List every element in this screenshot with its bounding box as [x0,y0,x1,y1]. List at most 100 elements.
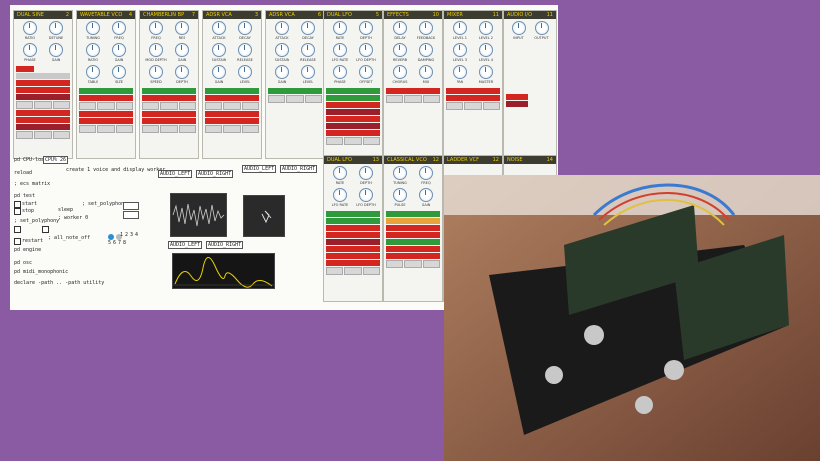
knob[interactable]: ATTACK [206,21,232,43]
knob[interactable]: RATIO [80,43,106,65]
knob[interactable]: RATIO [17,21,43,43]
knob[interactable]: LEVEL [232,65,258,87]
knob[interactable]: OUTPUT [530,21,553,43]
audio-left-object-2[interactable]: AUDIO_LEFT [242,165,277,173]
restart-toggle-top[interactable] [14,226,21,233]
audio-left-object[interactable]: AUDIO_LEFT [158,170,193,178]
knob[interactable]: DECAY [295,21,321,43]
restart-label: restart [22,238,44,244]
restart-toggle[interactable] [14,238,21,245]
toggle[interactable] [16,66,34,72]
knob[interactable]: RELEASE [295,43,321,65]
knob[interactable]: PHASE [17,43,43,65]
worker-message[interactable]: ; worker 0 [58,215,89,221]
knob[interactable]: DEPTH [353,166,379,188]
knob[interactable]: LFO RATE [327,188,353,210]
knob[interactable]: RATE [327,166,353,188]
knob[interactable]: PHASE [327,65,353,87]
audio-right-object-2[interactable]: AUDIO_RIGHT [280,165,318,173]
number-box[interactable] [123,202,139,210]
knob[interactable]: LFO DEPTH [353,43,379,65]
audio-right-object[interactable]: AUDIO_RIGHT [196,170,234,178]
knob[interactable]: LFO RATE [327,43,353,65]
hardware-synth-board-photo [444,175,820,461]
start-toggle[interactable] [14,201,21,208]
knob[interactable]: GAIN [106,43,132,65]
number-box[interactable] [123,211,139,219]
knob[interactable]: MASTER [473,65,499,87]
knob[interactable]: PULSE [387,188,413,210]
knob[interactable]: LEVEL 4 [473,43,499,65]
start-label: start [22,201,38,207]
knob[interactable]: TABLE [80,65,106,87]
knob[interactable]: GAIN [206,65,232,87]
knob[interactable]: GAIN [43,43,69,65]
waveform-scope [170,193,227,237]
photo-illustration [444,175,820,461]
sleep-message[interactable]: sleep [58,207,74,213]
knob[interactable]: MOD DEPTH [143,43,169,65]
knob[interactable]: SUSTAIN [206,43,232,65]
voice-selector[interactable] [108,234,122,240]
knob[interactable]: FREQ [413,166,439,188]
knob[interactable]: LEVEL 1 [447,21,473,43]
knob[interactable]: LEVEL 3 [447,43,473,65]
knob[interactable]: DEPTH [353,21,379,43]
midi-object[interactable]: pd midi_monophonic [14,269,69,275]
knob[interactable]: RATE [327,21,353,43]
knob[interactable]: TUNING [387,166,413,188]
knob[interactable]: RES [169,21,195,43]
knob[interactable]: SIZE [106,65,132,87]
ecs-matrix-message[interactable]: ; ecs matrix [14,181,51,187]
knob[interactable]: PAN [447,65,473,87]
set-polyphony-message[interactable]: ; set_polyphony [14,218,60,224]
audio-right-object-3[interactable]: AUDIO_RIGHT [206,241,244,249]
knob[interactable]: SPEED [143,65,169,87]
knob[interactable]: FREQ [106,21,132,43]
knob[interactable]: SUSTAIN [269,43,295,65]
knob[interactable]: LFO DEPTH [353,188,379,210]
knob[interactable]: LEVEL 2 [473,21,499,43]
knob[interactable]: RELEASE [232,43,258,65]
knob[interactable]: DEPTH [169,65,195,87]
audio-left-object-3[interactable]: AUDIO_LEFT [168,241,203,249]
set-polyphony-message-2[interactable]: ; set_polyphony [82,201,128,207]
knob[interactable]: GAIN [269,65,295,87]
knob[interactable]: DELAY [387,21,413,43]
engine-toggle[interactable] [42,226,49,233]
declare-object[interactable]: declare -path .. -path utility [14,280,105,286]
knob[interactable]: FEEDBACK [413,21,439,43]
knob[interactable]: GAIN [169,43,195,65]
knob[interactable]: REVERB [387,43,413,65]
knob[interactable]: OFFSET [353,65,379,87]
knob[interactable]: DETUNE [43,21,69,43]
knob[interactable]: LEVEL [295,65,321,87]
knob[interactable]: GAIN [413,188,439,210]
knob[interactable]: TUNING [80,21,106,43]
knob[interactable]: FREQ [143,21,169,43]
test-object[interactable]: pd test [14,193,36,199]
knob[interactable]: DAMPING [413,43,439,65]
cpu-load-object[interactable]: pd CPU-load [14,157,48,163]
knob[interactable]: INPUT [507,21,530,43]
knob[interactable]: MIX [413,65,439,87]
reload-message[interactable]: reload [14,170,33,176]
osc-object[interactable]: pd osc [14,260,33,266]
all-note-off-message[interactable]: ; all_note_off [48,235,91,241]
stop-toggle[interactable] [14,208,21,215]
knob[interactable]: ATTACK [269,21,295,43]
engine-object[interactable]: pd engine [14,247,42,253]
knob[interactable]: CHORUS [387,65,413,87]
knob[interactable]: DECAY [232,21,258,43]
spectrum-display [172,253,275,289]
voice-numbers-row-2: 5678 [108,240,129,246]
